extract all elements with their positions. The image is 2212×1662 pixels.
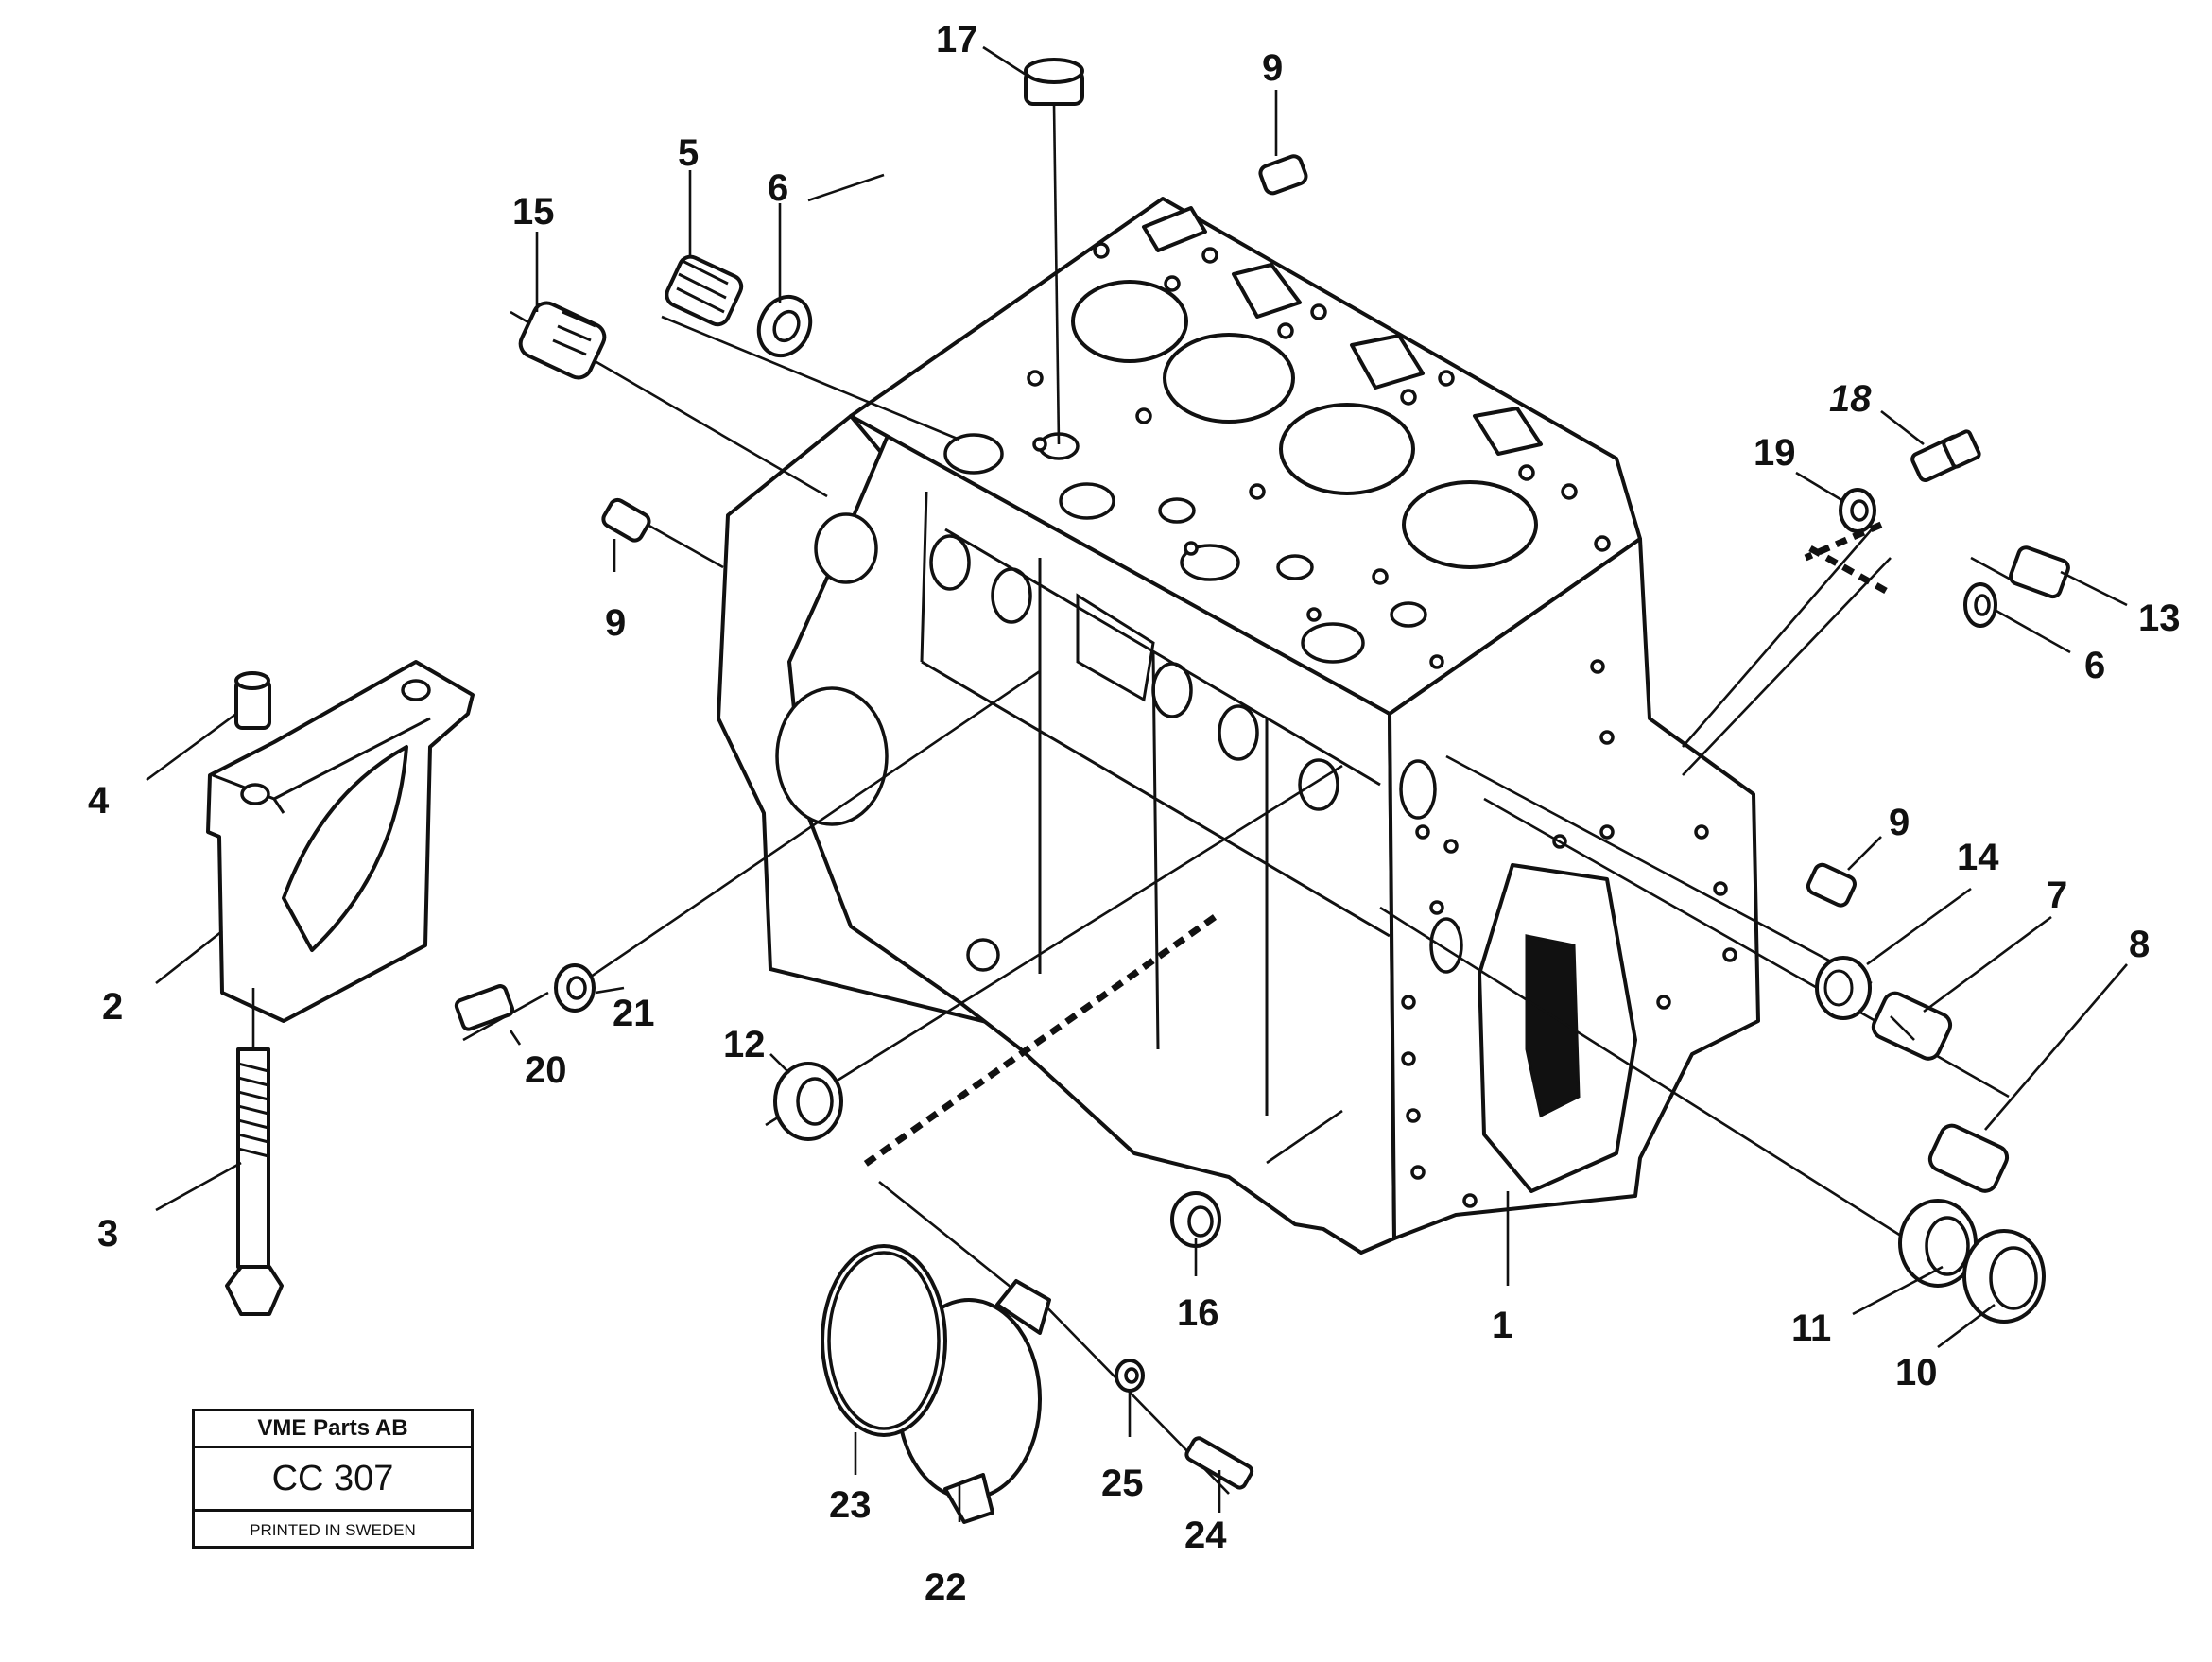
washer-19 bbox=[1839, 488, 1876, 533]
stud-9-right bbox=[1806, 862, 1857, 908]
callout-19: 19 bbox=[1754, 432, 1796, 474]
callout-16: 16 bbox=[1177, 1292, 1219, 1334]
sealing-washer-6 bbox=[756, 294, 813, 358]
plug-13 bbox=[2009, 545, 2070, 599]
threaded-plug-5 bbox=[665, 254, 744, 327]
callout-4: 4 bbox=[88, 780, 110, 822]
callout-labels: 17 9 5 6 15 18 19 13 6 9 4 9 14 7 8 2 21… bbox=[88, 19, 2181, 1608]
rear-face-holes bbox=[1401, 659, 1737, 1208]
stud-9-top bbox=[1258, 154, 1308, 196]
callout-15: 15 bbox=[512, 191, 555, 233]
callout-9-left: 9 bbox=[605, 602, 626, 644]
main-bearing-bolt bbox=[225, 988, 284, 1316]
bushing-11 bbox=[1898, 1199, 1978, 1288]
callout-13: 13 bbox=[2138, 597, 2181, 639]
callout-7: 7 bbox=[2047, 874, 2067, 916]
washer-25 bbox=[1115, 1359, 1145, 1393]
threaded-plug-15 bbox=[518, 301, 607, 380]
washer-21 bbox=[554, 963, 596, 1013]
callout-10: 10 bbox=[1895, 1352, 1938, 1394]
callout-3: 3 bbox=[97, 1213, 118, 1255]
main-bearing-cap bbox=[206, 660, 475, 1023]
callout-14: 14 bbox=[1957, 837, 1999, 878]
callout-17: 17 bbox=[936, 19, 978, 61]
callout-20: 20 bbox=[525, 1049, 567, 1091]
callout-2: 2 bbox=[102, 986, 123, 1028]
core-plug-17 bbox=[1024, 58, 1084, 106]
sealing-washer-6-right bbox=[1963, 582, 1997, 628]
callout-25: 25 bbox=[1101, 1463, 1144, 1504]
callout-leaders bbox=[146, 45, 2128, 1522]
plug-14 bbox=[1815, 956, 1872, 1020]
callout-6-left: 6 bbox=[768, 167, 788, 209]
plug-16 bbox=[1170, 1191, 1221, 1248]
threaded-plug-7 bbox=[1871, 991, 1953, 1061]
callout-9-top: 9 bbox=[1262, 47, 1283, 89]
callout-11: 11 bbox=[1791, 1307, 1831, 1349]
plug-12 bbox=[773, 1062, 843, 1141]
stamp-code: CC 307 bbox=[195, 1448, 471, 1512]
callout-23: 23 bbox=[829, 1484, 872, 1526]
banjo-bolt-18 bbox=[1910, 429, 1981, 483]
title-block-stamp: VME Parts AB CC 307 PRINTED IN SWEDEN bbox=[192, 1409, 474, 1549]
deck-bolt-holes bbox=[1027, 242, 1611, 669]
callout-22: 22 bbox=[925, 1567, 967, 1608]
bushing-10 bbox=[1962, 1229, 2046, 1324]
bolt-20 bbox=[454, 984, 515, 1031]
stud-9-left bbox=[601, 497, 651, 543]
callout-8: 8 bbox=[2129, 924, 2150, 965]
callout-9-right: 9 bbox=[1889, 802, 1910, 843]
stamp-company: VME Parts AB bbox=[195, 1411, 471, 1448]
callout-12: 12 bbox=[723, 1024, 766, 1065]
callout-21: 21 bbox=[613, 993, 655, 1034]
threaded-plug-8 bbox=[1927, 1123, 2010, 1193]
bolt-24 bbox=[1184, 1436, 1254, 1490]
callout-6-right: 6 bbox=[2084, 645, 2105, 686]
stamp-printed: PRINTED IN SWEDEN bbox=[250, 1521, 416, 1539]
callout-24: 24 bbox=[1184, 1515, 1227, 1556]
cylinder-block bbox=[717, 197, 1760, 1255]
callout-1: 1 bbox=[1492, 1305, 1512, 1346]
callout-18: 18 bbox=[1829, 378, 1872, 420]
o-ring-23 bbox=[821, 1244, 947, 1437]
dowel-pin bbox=[234, 671, 271, 730]
callout-5: 5 bbox=[678, 132, 699, 174]
